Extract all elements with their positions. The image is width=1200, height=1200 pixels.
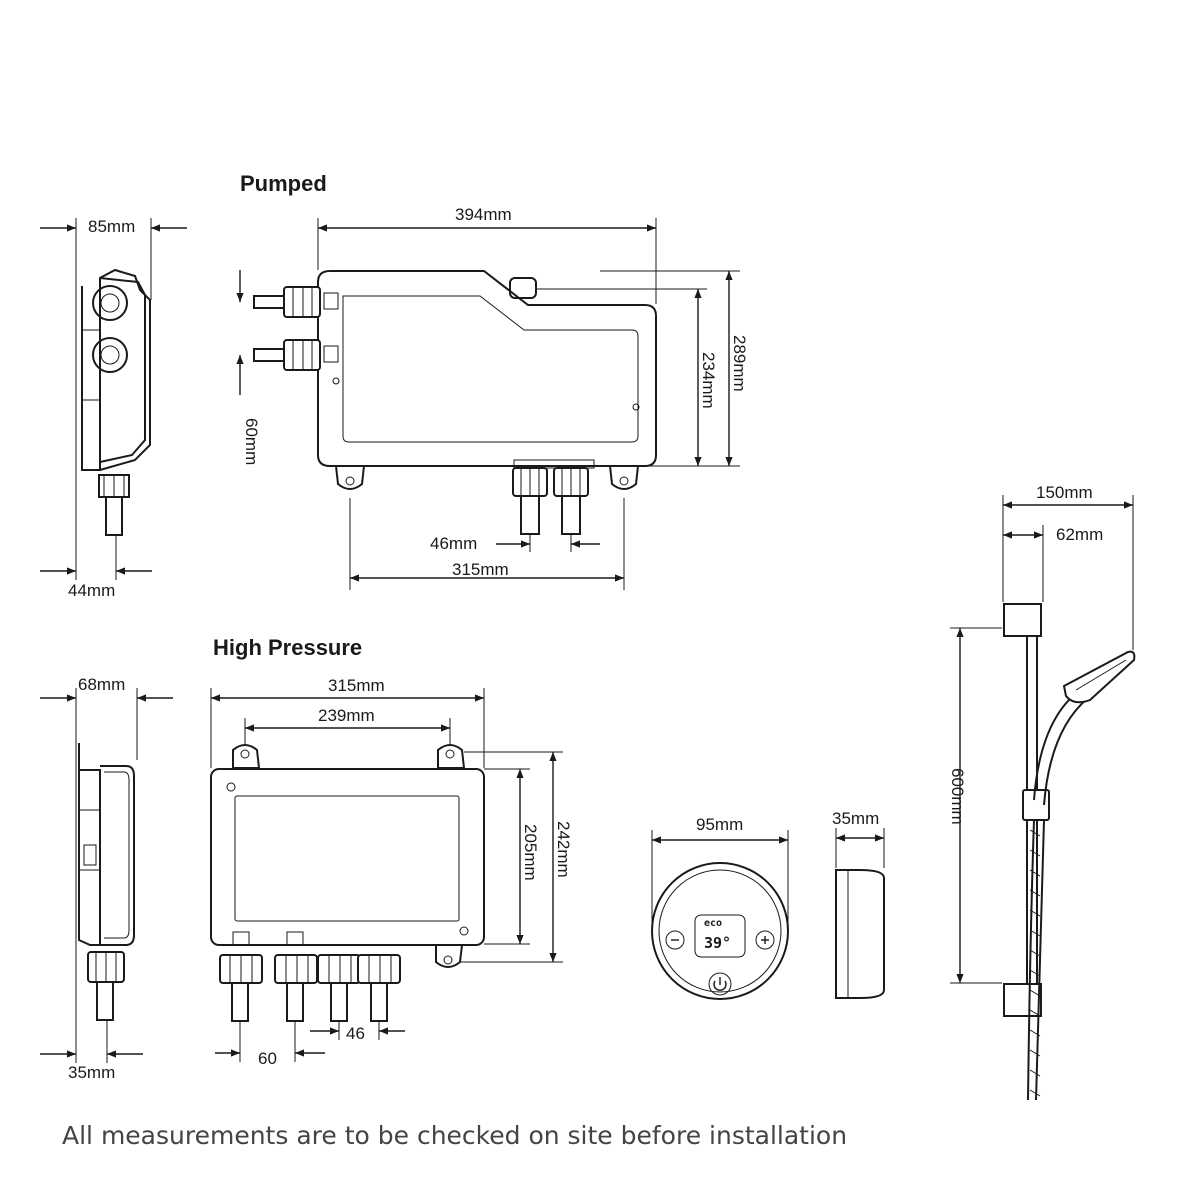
pumped-inner-height-label: 234mm xyxy=(699,352,718,409)
pumped-bracket-span-label: 315mm xyxy=(452,560,509,579)
pumped-inlet-spacing-label: 60mm xyxy=(242,418,261,465)
footer-note: All measurements are to be checked on si… xyxy=(62,1121,847,1150)
controller-diameter-label: 95mm xyxy=(696,815,743,834)
high-pressure-front-dims: 315mm 239mm 205mm 242mm 46 60 xyxy=(210,676,573,1068)
high-pressure-outlet-spacing-b-label: 60 xyxy=(258,1049,277,1068)
high-pressure-overall-height-label: 242mm xyxy=(554,821,573,878)
pumped-front-view xyxy=(253,270,657,535)
pumped-overall-height-label: 289mm xyxy=(730,335,749,392)
pumped-width-label: 394mm xyxy=(455,205,512,224)
controller-front-view: eco 39° xyxy=(651,862,789,1000)
pumped-outlet-spacing-label: 46mm xyxy=(430,534,477,553)
controller-depth-label: 35mm xyxy=(832,809,879,828)
high-pressure-outlet-spacing-a-label: 46 xyxy=(346,1024,365,1043)
shower-rail-length-label: 600mm xyxy=(948,768,967,825)
high-pressure-side-dims: 68mm 35mm xyxy=(40,675,173,1082)
power-button[interactable] xyxy=(708,972,732,996)
high-pressure-bracket-span-label: 239mm xyxy=(318,706,375,725)
controller-dims: 95mm xyxy=(651,815,789,925)
high-pressure-heading: High Pressure xyxy=(213,635,362,660)
plus-button[interactable] xyxy=(755,930,775,950)
high-pressure-front-view xyxy=(210,744,485,1022)
high-pressure-side-view xyxy=(78,743,135,1021)
pumped-side-depth-label: 85mm xyxy=(88,217,135,236)
shower-head-reach-label: 150mm xyxy=(1036,483,1093,502)
high-pressure-side-offset-label: 35mm xyxy=(68,1063,115,1082)
pumped-heading: Pumped xyxy=(240,171,327,196)
high-pressure-overall-width-label: 315mm xyxy=(328,676,385,695)
minus-button[interactable] xyxy=(665,930,685,950)
high-pressure-inner-height-label: 205mm xyxy=(521,824,540,881)
controller-side-view: 35mm xyxy=(832,809,885,999)
pumped-side-offset-label: 44mm xyxy=(68,581,115,600)
controller-temp-display: 39° xyxy=(704,934,731,952)
shower-kit xyxy=(1003,603,1136,1101)
shower-rail-offset-label: 62mm xyxy=(1056,525,1103,544)
pumped-side-view xyxy=(81,268,151,536)
high-pressure-side-depth-label: 68mm xyxy=(78,675,125,694)
controller-eco-label: eco xyxy=(704,918,722,929)
pumped-front-dims: 394mm 60mm 234mm 289mm 46mm 315mm xyxy=(236,205,749,590)
pumped-side-dims: 85mm 44mm xyxy=(40,217,187,600)
shower-kit-dims: 150mm 62mm 600mm xyxy=(948,483,1134,984)
